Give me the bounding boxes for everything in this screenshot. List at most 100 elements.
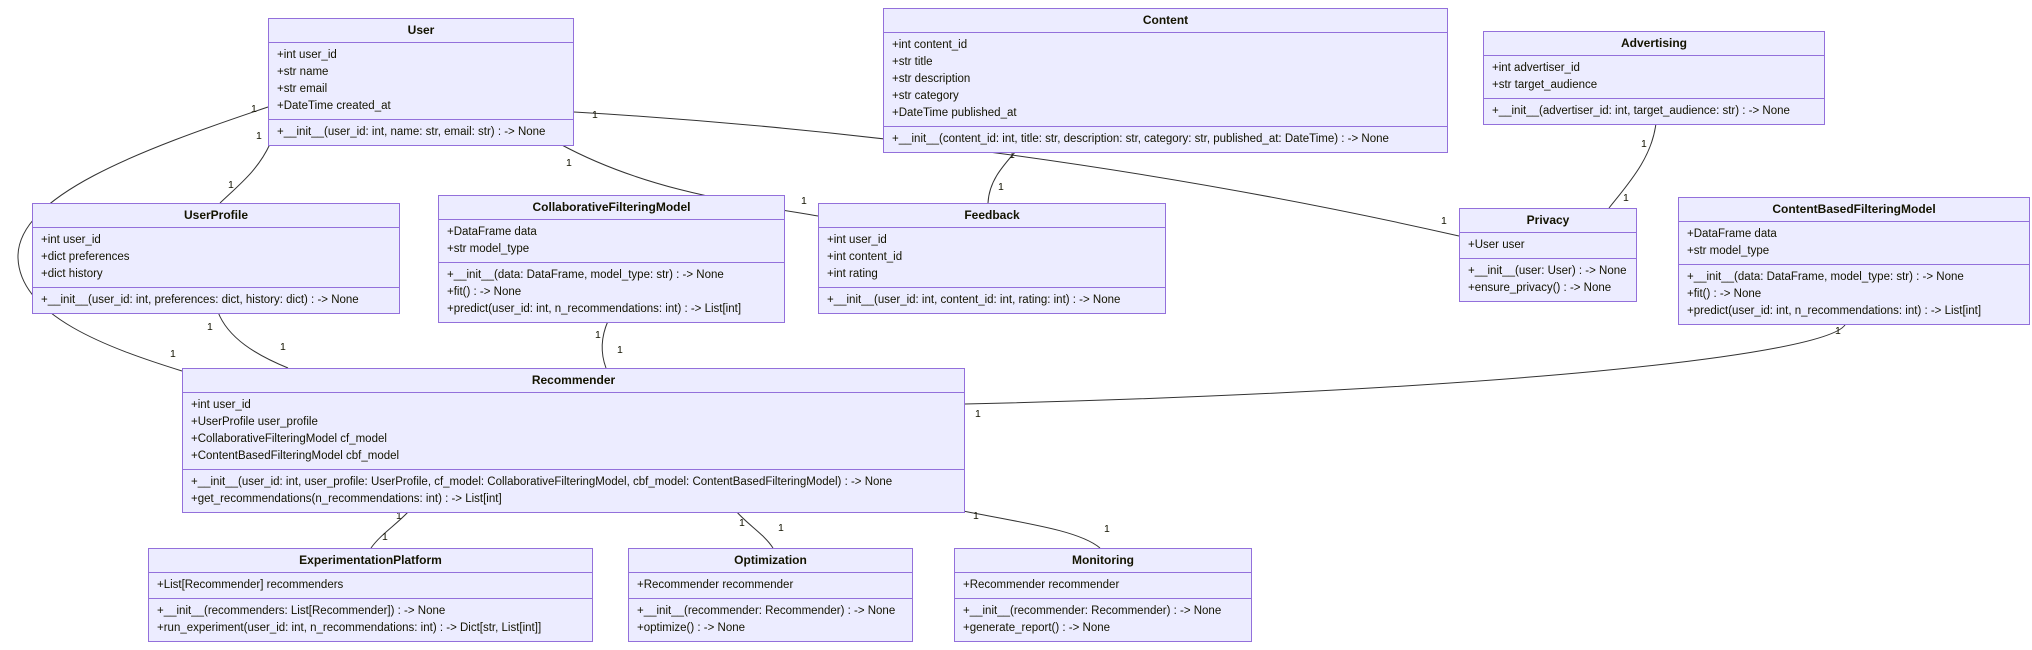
class-attributes: +Recommender recommender [629,573,912,599]
attribute-row: +int content_id [827,251,903,263]
attribute-row: +User user [1468,239,1525,251]
multiplicity-label: 1 [973,510,979,522]
method-row: +__init__(user: User) : -> None [1468,265,1627,277]
class-attributes: +int content_id +str title +str descriptio… [884,33,1447,127]
method-row: +__init__(user_id: int, name: str, email… [277,126,546,138]
method-row: +__init__(content_id: int, title: str, d… [892,133,1389,145]
method-row: +optimize() : -> None [637,622,746,634]
attribute-row: +str name [277,66,329,78]
method-row: +get_recommendations(n_recommendations: … [191,493,502,505]
multiplicity-label: 1 [617,344,623,356]
class-content[interactable]: Content +int content_id +str title +str de… [883,8,1448,153]
multiplicity-label: 1 [739,517,745,529]
method-row: +__init__(user_id: int, user_profile: Us… [191,476,893,488]
class-methods: +__init__(user_id: int, user_profile: Us… [183,470,964,512]
class-advertising[interactable]: Advertising +int advertiser_id +str targe… [1483,31,1825,125]
attribute-row: +str email [277,83,328,95]
edge-cfmodel-recommender [601,320,609,369]
method-row: +fit() : -> None [1687,288,1762,300]
method-row: +ensure_privacy() : -> None [1468,282,1612,294]
class-methods: +__init__(recommender: Recommender) : ->… [955,599,1251,641]
multiplicity-label: 1 [1835,325,1841,337]
attribute-row: +UserProfile user_profile [191,416,318,428]
multiplicity-label: 1 [975,408,981,420]
edge-advertising-privacy [1608,122,1657,209]
class-experimentation[interactable]: ExperimentationPlatform +List[Recommende… [148,548,593,642]
class-user[interactable]: User +int user_id +str name +str email +Dat… [268,18,574,146]
multiplicity-label: 1 [256,130,262,142]
class-attributes: +int advertiser_id +str target_audience [1484,56,1824,99]
multiplicity-label: 1 [228,179,234,191]
class-optimization[interactable]: Optimization +Recommender recommender +_… [628,548,913,642]
class-attributes: +User user [1460,233,1636,259]
method-row: +__init__(recommenders: List[Recommender… [157,605,446,617]
attribute-row: +str target_audience [1492,79,1598,91]
method-row: +__init__(user_id: int, content_id: int,… [827,294,1121,306]
class-title: Optimization [629,549,912,573]
class-title: User [269,19,573,43]
multiplicity-label: 1 [592,109,598,121]
class-title: UserProfile [33,204,399,228]
attribute-row: +int user_id [191,399,251,411]
method-row: +__init__(recommender: Recommender) : ->… [637,605,896,617]
edge-recommender-monitoring [962,510,1101,549]
class-monitoring[interactable]: Monitoring +Recommender recommender +__i… [954,548,1252,642]
multiplicity-label: 1 [566,157,572,169]
class-title: Privacy [1460,209,1636,233]
attribute-row: +DateTime created_at [277,100,391,112]
edge-user-userprofile [219,143,271,204]
method-row: +fit() : -> None [447,286,522,298]
attribute-row: +str model_type [447,243,530,255]
class-methods: +__init__(recommender: Recommender) : ->… [629,599,912,641]
multiplicity-label: 1 [1623,192,1629,204]
edge-cbfmodel-recommender [964,322,1847,405]
class-methods: +__init__(user_id: int, name: str, email… [269,120,573,145]
attribute-row: +CollaborativeFilteringModel cf_model [191,433,387,445]
attribute-row: +DataFrame data [1687,228,1777,240]
attribute-row: +int content_id [892,39,968,51]
attribute-row: +str title [892,56,933,68]
class-title: Advertising [1484,32,1824,56]
multiplicity-label: 1 [1641,138,1647,150]
method-row: +predict(user_id: int, n_recommendations… [1687,305,1982,317]
multiplicity-label: 1 [207,321,213,333]
attribute-row: +int advertiser_id [1492,62,1580,74]
class-attributes: +Recommender recommender [955,573,1251,599]
edge-userprofile-recommender [217,311,289,369]
multiplicity-label: 1 [778,522,784,534]
class-feedback[interactable]: Feedback +int user_id+int content_id+int… [818,203,1166,314]
method-row: +predict(user_id: int, n_recommendations… [447,303,742,315]
attribute-row: +int user_id [277,49,337,61]
class-privacy[interactable]: Privacy +User user +__init__(user: User)… [1459,208,1637,302]
class-title: CollaborativeFilteringModel [439,196,784,220]
class-methods: +__init__(advertiser_id: int, target_aud… [1484,99,1824,124]
edge-user-feedback [559,143,819,217]
method-row: +generate_report() : -> None [963,622,1111,634]
class-methods: +__init__(user: User) : -> None +ensure_p… [1460,259,1636,301]
class-cfmodel[interactable]: CollaborativeFilteringModel +DataFrame d… [438,195,785,323]
attribute-row: +dict preferences [41,251,130,263]
multiplicity-label: 1 [280,341,286,353]
method-row: +run_experiment(user_id: int, n_recommen… [157,622,542,634]
class-recommender[interactable]: Recommender +int user_id+UserProfile use… [182,368,965,513]
class-title: Feedback [819,204,1165,228]
method-row: +__init__(data: DataFrame, model_type: s… [447,269,724,281]
attribute-row: +int user_id [827,234,887,246]
multiplicity-label: 1 [251,103,257,115]
class-cbfmodel[interactable]: ContentBasedFilteringModel +DataFrame da… [1678,197,2030,325]
multiplicity-label: 1 [1441,215,1447,227]
class-attributes: +DataFrame data+str model_type [439,220,784,263]
class-methods: +__init__(user_id: int, content_id: int,… [819,288,1165,313]
method-row: +__init__(user_id: int, preferences: dic… [41,294,359,306]
attribute-row: +Recommender recommender [963,579,1120,591]
attribute-row: +ContentBasedFilteringModel cbf_model [191,450,400,462]
edge-recommender-experimentation [370,510,410,549]
edge-recommender-optimization [735,510,774,549]
class-title: Content [884,9,1447,33]
attribute-row: +Recommender recommender [637,579,794,591]
attribute-row: +str description [892,73,971,85]
class-title: ExperimentationPlatform [149,549,592,573]
class-userprofile[interactable]: UserProfile +int user_id+dict preference… [32,203,400,314]
edge-user-recommender [17,106,269,372]
